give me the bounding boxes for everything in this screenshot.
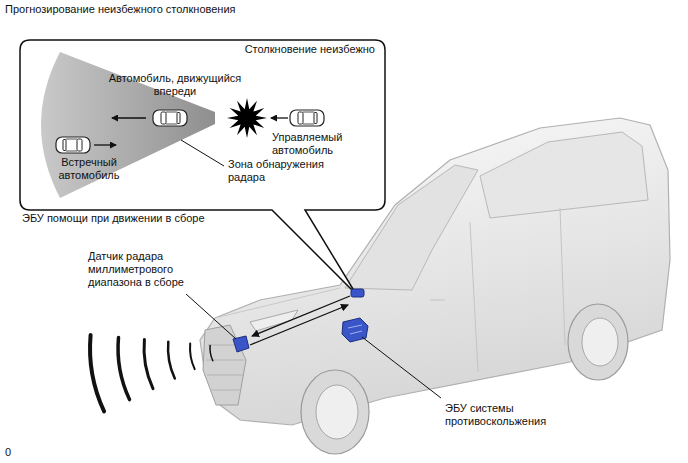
vehicle-label: Встречный автомобиль	[52, 156, 126, 182]
driving-assist-ecu	[351, 289, 364, 297]
leader-line	[362, 337, 441, 398]
rear-wheel	[568, 304, 628, 380]
motion-arrow	[112, 117, 146, 118]
signal-arrow	[250, 305, 348, 345]
vehicle-label: Управляемый автомобиль	[272, 131, 360, 157]
diagram-title: Прогнозирование неизбежного столкновения	[5, 3, 236, 16]
rear-rim	[582, 318, 618, 366]
part-label: Датчик радара миллиметрового диапазона в…	[88, 250, 200, 290]
callout-border	[20, 40, 385, 294]
vehicle-label: Автомобиль, движущийся впереди	[105, 72, 245, 98]
oncoming-car	[56, 137, 90, 153]
hood-line	[215, 288, 340, 318]
front-rim	[316, 385, 358, 439]
controlled-car	[290, 110, 324, 126]
door-lines	[430, 208, 565, 372]
car-body	[200, 118, 670, 425]
signal-arrow	[252, 296, 350, 336]
motion-arrow	[271, 117, 288, 118]
leader-line	[186, 294, 236, 339]
collision-star	[227, 98, 267, 138]
leading-car	[153, 110, 187, 126]
callout-heading: Столкновение неизбежно	[245, 43, 375, 56]
anti-skid-ecu-detail	[348, 325, 362, 334]
radar-waves	[90, 335, 213, 411]
leader-line	[181, 140, 224, 166]
zone-label: Зона обнаружения радара	[228, 158, 340, 184]
motion-arrow	[94, 144, 116, 145]
part-label: ЭБУ системы противоскольжения	[445, 402, 569, 428]
figure-number: 0	[5, 446, 35, 459]
front-wheel	[301, 370, 369, 454]
part-label: ЭБУ помощи при движении в сборе	[22, 212, 262, 225]
side-windows	[480, 132, 648, 218]
